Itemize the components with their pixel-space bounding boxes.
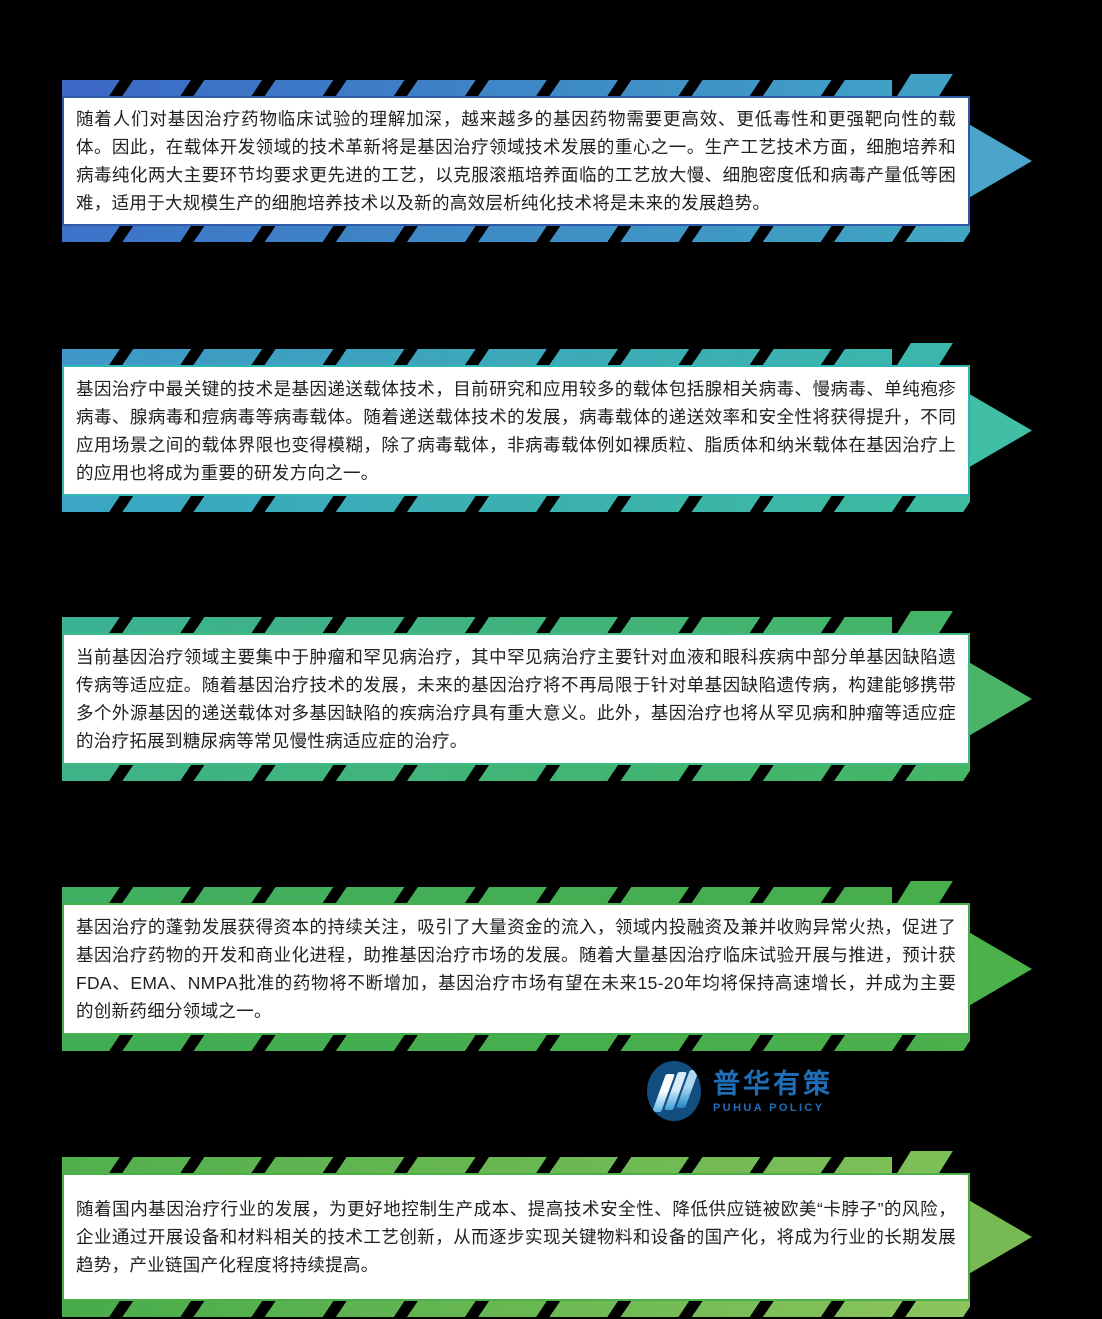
stripe-ribbon-bottom bbox=[62, 765, 970, 781]
text-box-paragraph: 随着人们对基因治疗药物临床试验的理解加深，越来越多的基因药物需要更高效、更低毒性… bbox=[76, 109, 956, 213]
stripe-end-piece bbox=[897, 881, 953, 903]
text-box-paragraph: 基因治疗中最关键的技术是基因递送载体技术，目前研究和应用较多的载体包括腺相关病毒… bbox=[76, 378, 956, 483]
stripe-end-piece bbox=[897, 1151, 953, 1173]
stripe-end-piece bbox=[897, 343, 953, 365]
text-box: 基因治疗中最关键的技术是基因递送载体技术，目前研究和应用较多的载体包括腺相关病毒… bbox=[62, 365, 970, 496]
puhua-policy-logo: 普华有策 PUHUA POLICY bbox=[647, 1061, 833, 1121]
stripe-ribbon-bottom bbox=[62, 226, 970, 242]
stripe-ribbon-top bbox=[62, 887, 892, 903]
text-box-paragraph: 基因治疗的蓬勃发展获得资本的持续关注，吸引了大量资金的流入，领域内投融资及兼并收… bbox=[76, 917, 956, 1021]
stripe-ribbon-top bbox=[62, 349, 892, 365]
stripe-ribbon-bottom bbox=[62, 1301, 970, 1317]
text-box-paragraph: 随着国内基因治疗行业的发展，为更好地控制生产成本、提高技术安全性、降低供应链被欧… bbox=[76, 1199, 956, 1275]
right-arrow-icon bbox=[960, 657, 1032, 741]
text-box: 当前基因治疗领域主要集中于肿瘤和罕见病治疗，其中罕见病治疗主要针对血液和眼科疾病… bbox=[62, 633, 970, 765]
text-box-paragraph: 当前基因治疗领域主要集中于肿瘤和罕见病治疗，其中罕见病治疗主要针对血液和眼科疾病… bbox=[76, 647, 956, 751]
text-box: 基因治疗的蓬勃发展获得资本的持续关注，吸引了大量资金的流入，领域内投融资及兼并收… bbox=[62, 903, 970, 1035]
stripe-ribbon-bottom bbox=[62, 496, 970, 512]
text-box: 随着人们对基因治疗药物临床试验的理解加深，越来越多的基因药物需要更高效、更低毒性… bbox=[62, 96, 970, 226]
puhua-logo-icon bbox=[647, 1061, 701, 1121]
right-arrow-icon bbox=[960, 1195, 1032, 1279]
right-arrow-icon bbox=[960, 927, 1032, 1011]
stripe-ribbon-top bbox=[62, 1157, 892, 1173]
stripe-end-piece bbox=[897, 74, 953, 96]
logo-title-cn: 普华有策 bbox=[713, 1068, 833, 1099]
stripe-ribbon-bottom bbox=[62, 1035, 970, 1051]
right-arrow-icon bbox=[960, 119, 1032, 203]
logo-title-en: PUHUA POLICY bbox=[713, 1101, 825, 1114]
stripe-ribbon-top bbox=[62, 80, 892, 96]
text-box: 随着国内基因治疗行业的发展，为更好地控制生产成本、提高技术安全性、降低供应链被欧… bbox=[62, 1173, 970, 1301]
right-arrow-icon bbox=[960, 388, 1032, 473]
logo-text: 普华有策 PUHUA POLICY bbox=[713, 1069, 833, 1114]
stripe-ribbon-top bbox=[62, 617, 892, 633]
stripe-end-piece bbox=[897, 611, 953, 633]
